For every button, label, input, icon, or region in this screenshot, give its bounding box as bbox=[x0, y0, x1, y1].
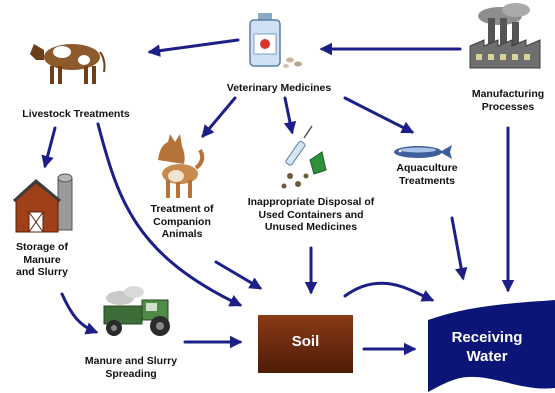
aquaculture-treatments-label: Aquaculture Treatments bbox=[396, 162, 458, 187]
fish-icon bbox=[394, 145, 452, 159]
arrow-livestock-to-soil bbox=[96, 122, 243, 307]
receiving-water-label: Receiving Water bbox=[451, 329, 523, 365]
arrow-storage-to-spreading bbox=[60, 292, 99, 335]
livestock-treatments-label: Livestock Treatments bbox=[22, 108, 130, 120]
arrow-vet-to-disposal bbox=[283, 96, 297, 135]
arrow-companion-to-soil bbox=[214, 260, 263, 290]
arrow-soil-curve-to-water bbox=[343, 281, 435, 302]
arrow-livestock-to-storage bbox=[41, 126, 57, 169]
receiving-water-shape bbox=[428, 300, 555, 392]
soil-box bbox=[258, 315, 353, 373]
medicine-bottle-icon bbox=[249, 13, 302, 68]
tractor-spreader-icon bbox=[103, 286, 170, 336]
arrow-vet-to-livestock bbox=[147, 38, 240, 57]
syringe-pills-icon bbox=[281, 125, 327, 189]
manufacturing-processes-label: Manufacturing Processes bbox=[471, 88, 545, 113]
manure-slurry-spreading-label: Manure and Slurry Spreading bbox=[84, 355, 178, 380]
dog-icon bbox=[158, 134, 205, 198]
companion-animals-label: Treatment of Companion Animals bbox=[150, 203, 214, 240]
barn-silo-icon bbox=[12, 173, 73, 233]
storage-manure-slurry-label: Storage of Manure and Slurry bbox=[16, 241, 68, 278]
arrow-aquaculture-to-water bbox=[450, 216, 468, 281]
arrow-vet-to-aquaculture bbox=[343, 96, 415, 134]
arrow-vet-to-companion bbox=[201, 96, 237, 138]
factory-icon bbox=[469, 3, 541, 69]
inappropriate-disposal-label: Inappropriate Disposal of Used Container… bbox=[247, 196, 375, 233]
cow-icon bbox=[30, 44, 106, 84]
veterinary-medicines-label: Veterinary Medicines bbox=[226, 82, 332, 94]
soil-label: Soil bbox=[291, 333, 320, 350]
